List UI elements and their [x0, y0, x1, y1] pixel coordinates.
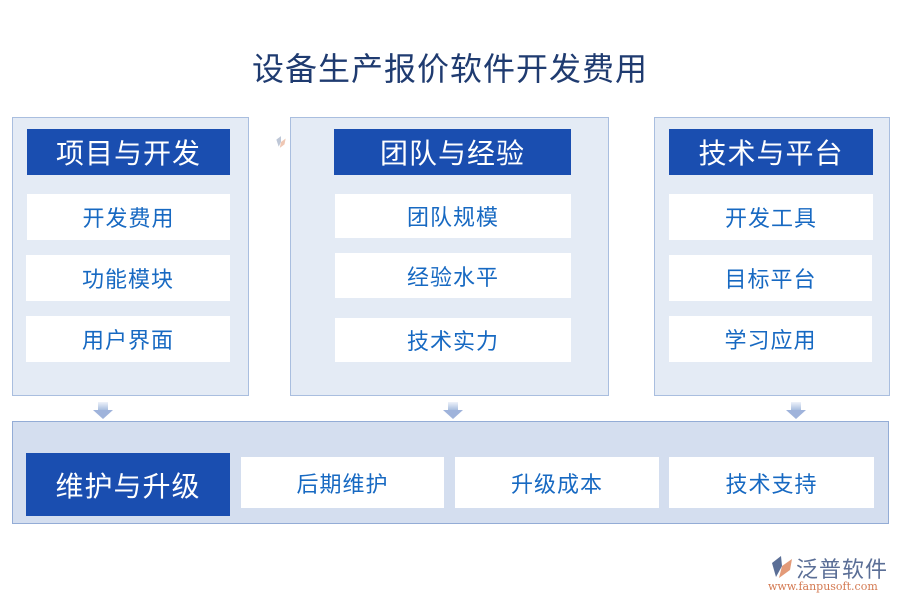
arrow-down-icon: [786, 402, 806, 420]
item-dev-tools: 开发工具: [669, 194, 873, 240]
header-tech-platform: 技术与平台: [669, 129, 873, 175]
header-team-experience: 团队与经验: [334, 129, 571, 175]
item-upgrade-cost: 升级成本: [455, 457, 659, 508]
brand-name: 泛普软件: [796, 558, 889, 583]
item-team-size: 团队规模: [335, 194, 571, 238]
brand-logo: 泛普软件 www.fanpusoft.com: [768, 552, 898, 598]
item-technical-strength: 技术实力: [335, 318, 571, 362]
item-function-modules: 功能模块: [26, 255, 230, 301]
fanpu-logo-icon: [772, 556, 792, 578]
item-experience-level: 经验水平: [335, 253, 571, 298]
item-technical-support: 技术支持: [669, 457, 874, 508]
diagram-title: 设备生产报价软件开发费用: [251, 50, 648, 88]
brand-url: www.fanpusoft.com: [768, 580, 878, 593]
arrow-down-icon: [443, 402, 463, 420]
item-user-interface: 用户界面: [26, 316, 230, 362]
fanpu-logo-icon: [276, 136, 286, 148]
item-later-maintenance: 后期维护: [241, 457, 444, 508]
header-maintenance-upgrade: 维护与升级: [26, 453, 230, 516]
item-target-platform: 目标平台: [669, 255, 872, 301]
arrow-down-icon: [93, 402, 113, 420]
item-learning-application: 学习应用: [669, 316, 872, 362]
header-project-development: 项目与开发: [27, 129, 230, 175]
item-dev-cost: 开发费用: [27, 194, 230, 240]
